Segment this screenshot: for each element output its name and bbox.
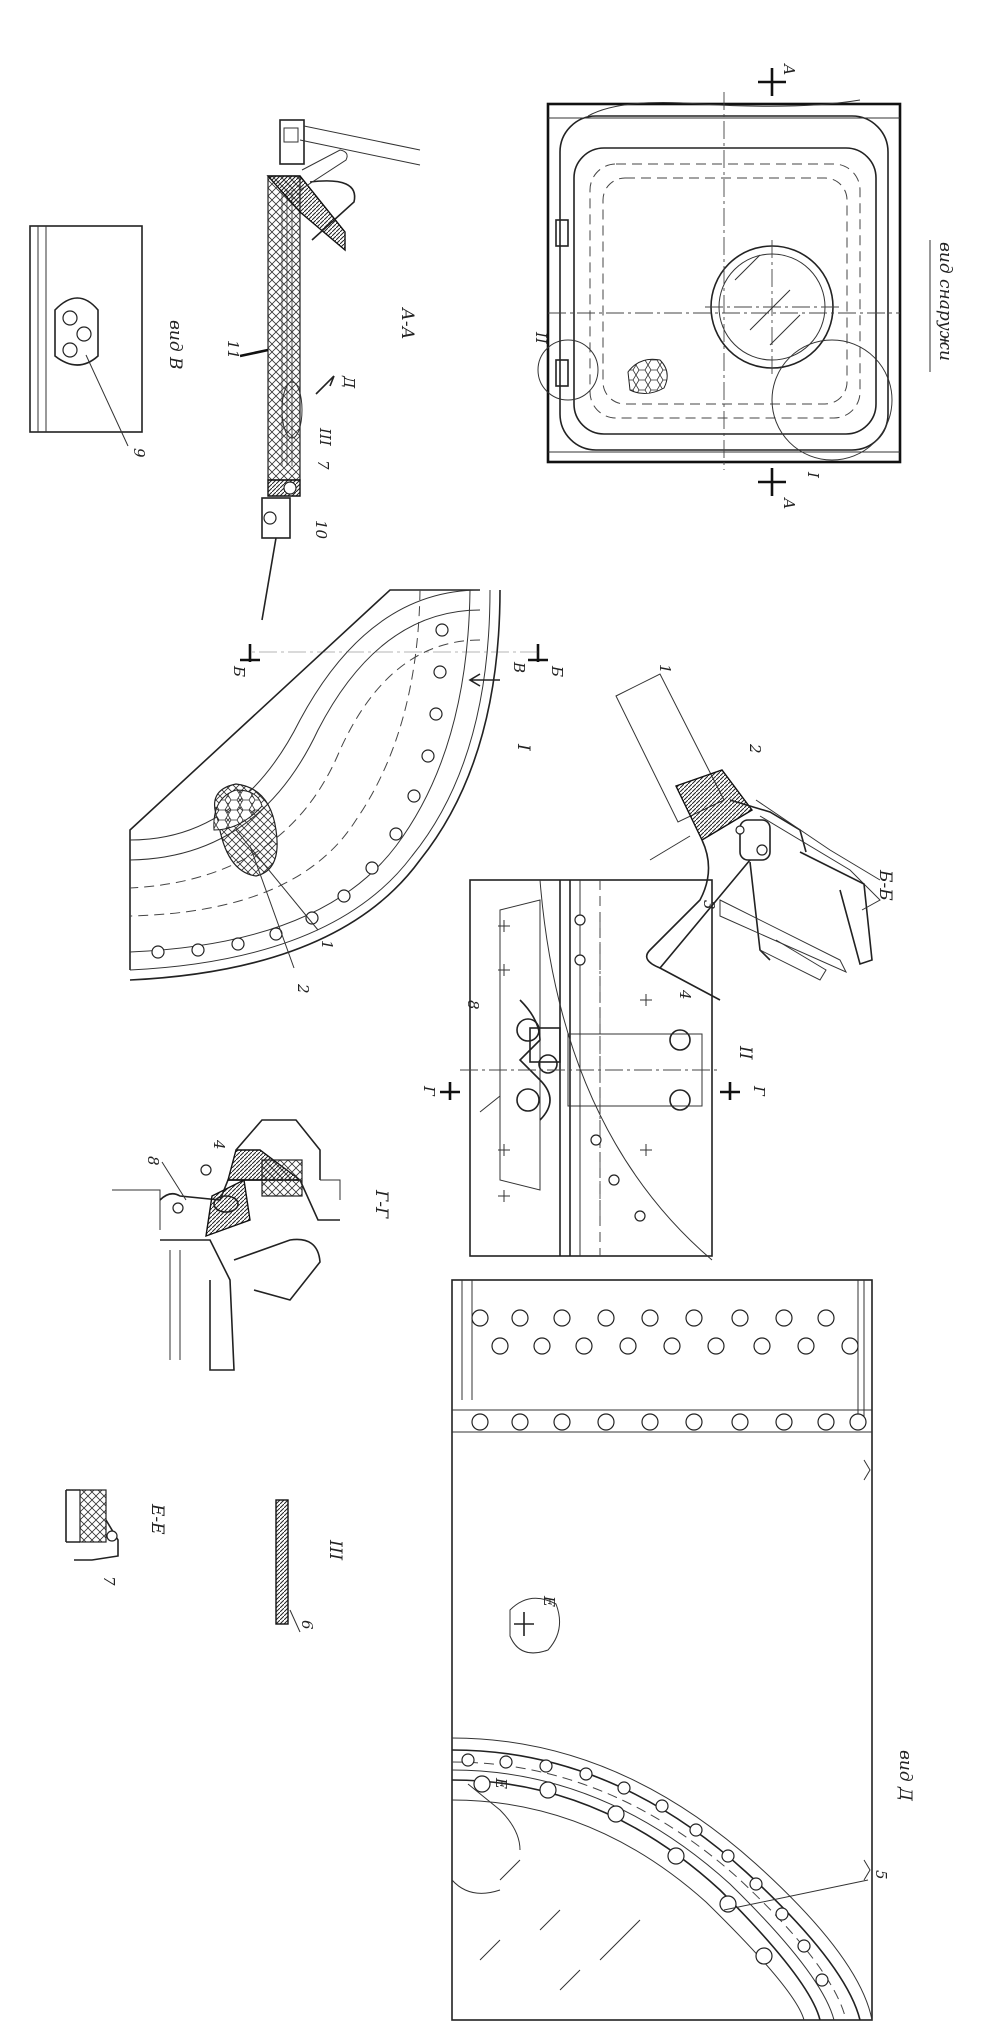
callout-4-detail-ii: 4	[676, 989, 694, 1000]
arrow-d-label: Д	[340, 375, 358, 389]
cut-mark-g-left: Г	[420, 1085, 438, 1097]
view-v-panel	[29, 225, 143, 447]
section-ee-title: Е-Е	[147, 1503, 167, 1535]
callout-9: 9	[130, 448, 148, 458]
detail-i-drawing	[129, 589, 548, 981]
detail-ii-title: II	[735, 1045, 755, 1060]
detail-iii-drawing	[275, 1499, 301, 1633]
view-outside-title: вид снаружи	[935, 242, 955, 361]
callout-2-detail-i: 2	[294, 983, 312, 994]
view-d-drawing	[451, 1279, 873, 2021]
callout-8-detail-ii: 8	[464, 1000, 482, 1010]
callout-5: 5	[872, 1870, 890, 1880]
section-aa-drawing	[239, 119, 421, 621]
detail-ii-circle	[537, 339, 599, 401]
callout-3-section-bb: 3	[700, 900, 718, 910]
cut-mark-a-bottom: А	[780, 497, 798, 509]
section-aa-title: А-А	[397, 307, 417, 340]
detail-ii-drawing	[440, 879, 740, 1261]
arrow-v-label: В	[510, 661, 528, 673]
detail-iii-title: III	[325, 1539, 345, 1560]
callout-8-section-gg: 8	[144, 1156, 162, 1166]
callout-1-section-bb: 1	[656, 664, 674, 674]
callout-7-section-ee: 7	[100, 1576, 118, 1586]
section-gg-title: Г-Г	[371, 1189, 391, 1219]
callout-6: 6	[298, 1620, 316, 1630]
cut-mark-b-left: Б	[230, 665, 248, 677]
cut-mark-a-top: А	[780, 63, 798, 75]
section-ee-drawing	[65, 1489, 119, 1561]
view-d-title: вид Д	[895, 1750, 915, 1802]
callout-11: 11	[224, 340, 242, 359]
cut-mark-e-top: Е	[540, 1595, 558, 1607]
callout-10: 10	[312, 520, 330, 540]
cut-mark-e-bottom: Е	[492, 1777, 510, 1789]
view-v-title: вид В	[165, 320, 185, 370]
detail-i-title: I	[513, 743, 533, 751]
callout-4-section-gg: 4	[210, 1139, 228, 1150]
section-bb-title: Б-Б	[875, 869, 895, 901]
honeycomb-cutaway	[627, 358, 668, 394]
detail-ref-i-label: I	[804, 471, 822, 479]
section-bb-drawing	[615, 673, 881, 1001]
callout-7: 7	[314, 460, 332, 470]
callout-2-section-bb: 2	[746, 743, 764, 754]
cut-mark-b-right: Б	[548, 665, 566, 677]
detail-ref-iii: III	[316, 427, 334, 447]
detail-ref-ii-label: II	[532, 331, 550, 345]
view-outside-panel	[537, 68, 902, 496]
section-gg-drawing	[112, 1119, 341, 1371]
detail-i-circle	[771, 339, 893, 461]
callout-1-detail-i: 1	[318, 940, 336, 950]
cut-mark-g-right: Г	[750, 1085, 768, 1097]
